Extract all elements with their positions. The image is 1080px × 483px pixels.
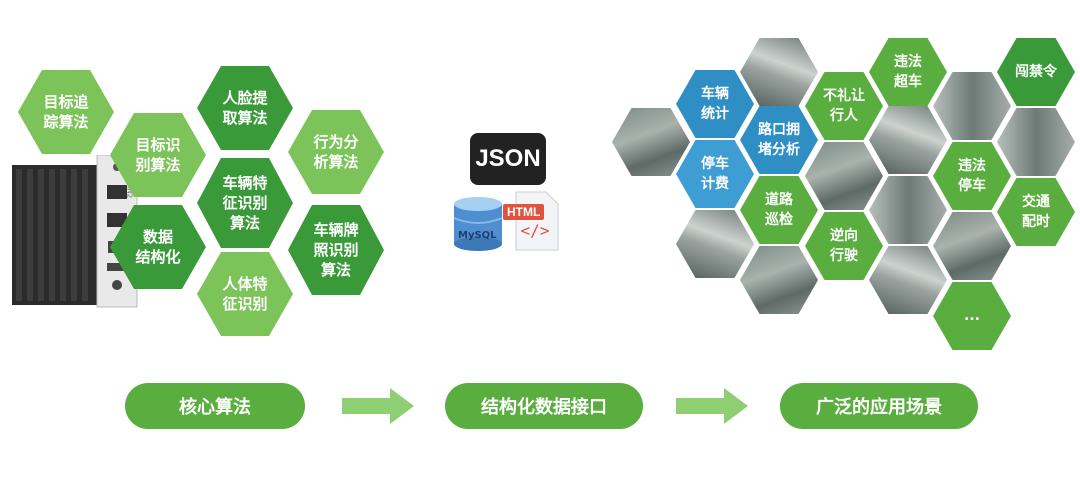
hex-label: 逆向 行驶 <box>830 228 858 264</box>
hex-label: 道路 巡检 <box>765 192 793 228</box>
hex-red-light-ban: 闯禁令 <box>997 38 1075 106</box>
hex-parking-fee: 停车 计费 <box>676 140 754 208</box>
hex-label: 数据 结构化 <box>135 228 181 266</box>
traffic-photo <box>869 176 947 244</box>
hex-target-recognition: 目标识 别算法 <box>110 113 206 197</box>
hex-face-extraction: 人脸提 取算法 <box>197 66 293 150</box>
mysql-label: MySQL <box>458 230 497 241</box>
arrow-right-icon <box>342 388 414 424</box>
hex-label: 车辆牌 照识别 算法 <box>313 221 359 279</box>
pill-structured-data-interface: 结构化数据接口 <box>445 383 643 429</box>
hex-label: 闯禁令 <box>1015 64 1057 80</box>
hex-illegal-parking: 违法 停车 <box>933 142 1011 210</box>
traffic-photo <box>740 246 818 314</box>
hex-label: 车辆 统计 <box>701 86 729 122</box>
hex-body-feature: 人体特 征识别 <box>197 252 293 336</box>
hex-label: 路口拥 堵分析 <box>758 122 800 158</box>
hex-target-tracking: 目标追 踪算法 <box>18 70 114 154</box>
pill-core-algorithms: 核心算法 <box>125 383 305 429</box>
hex-data-structuring: 数据 结构化 <box>110 205 206 289</box>
traffic-photo <box>676 210 754 278</box>
mysql-database-icon <box>452 196 504 252</box>
hex-label: 违法 超车 <box>894 54 922 90</box>
hex-wrong-way: 逆向 行驶 <box>805 212 883 280</box>
hex-label: 目标追 踪算法 <box>43 93 89 131</box>
hex-vehicle-count: 车辆 统计 <box>676 70 754 138</box>
hex-label: ... <box>964 308 980 324</box>
arrow-right-icon <box>676 388 748 424</box>
hex-behavior-analysis: 行为分 析算法 <box>288 110 384 194</box>
hex-road-patrol: 道路 巡检 <box>740 176 818 244</box>
hex-label: 不礼让 行人 <box>823 88 865 124</box>
hex-no-yield-pedestrian: 不礼让 行人 <box>805 72 883 140</box>
traffic-photo <box>740 38 818 106</box>
hex-label: 车辆特 征识别 算法 <box>222 174 268 232</box>
traffic-photo <box>933 72 1011 140</box>
hex-congestion-analysis: 路口拥 堵分析 <box>740 106 818 174</box>
json-badge: JSON <box>470 133 546 185</box>
traffic-photo <box>869 106 947 174</box>
hex-label: 目标识 别算法 <box>135 136 181 174</box>
edge-computing-device <box>12 154 142 313</box>
hex-illegal-overtake: 违法 超车 <box>869 38 947 106</box>
hex-label: 行为分 析算法 <box>313 133 359 171</box>
svg-text:</>: </> <box>521 221 550 240</box>
hex-label: 人脸提 取算法 <box>222 89 268 127</box>
hex-plate-recognition: 车辆牌 照识别 算法 <box>288 205 384 295</box>
traffic-photo <box>869 246 947 314</box>
hex-label: 人体特 征识别 <box>222 275 268 313</box>
traffic-photo <box>933 212 1011 280</box>
pill-application-scenarios: 广泛的应用场景 <box>780 383 978 429</box>
html-file-icon: </> <box>510 190 560 252</box>
hex-label: 违法 停车 <box>958 158 986 194</box>
traffic-photo <box>612 108 690 176</box>
hex-label: 交通 配时 <box>1022 194 1050 230</box>
traffic-photo <box>805 142 883 210</box>
hex-signal-timing: 交通 配时 <box>997 178 1075 246</box>
html-label: HTML <box>503 204 545 220</box>
hex-vehicle-feature: 车辆特 征识别 算法 <box>197 158 293 248</box>
hex-label: 停车 计费 <box>701 156 729 192</box>
hex-more: ... <box>933 282 1011 350</box>
traffic-photo <box>997 108 1075 176</box>
